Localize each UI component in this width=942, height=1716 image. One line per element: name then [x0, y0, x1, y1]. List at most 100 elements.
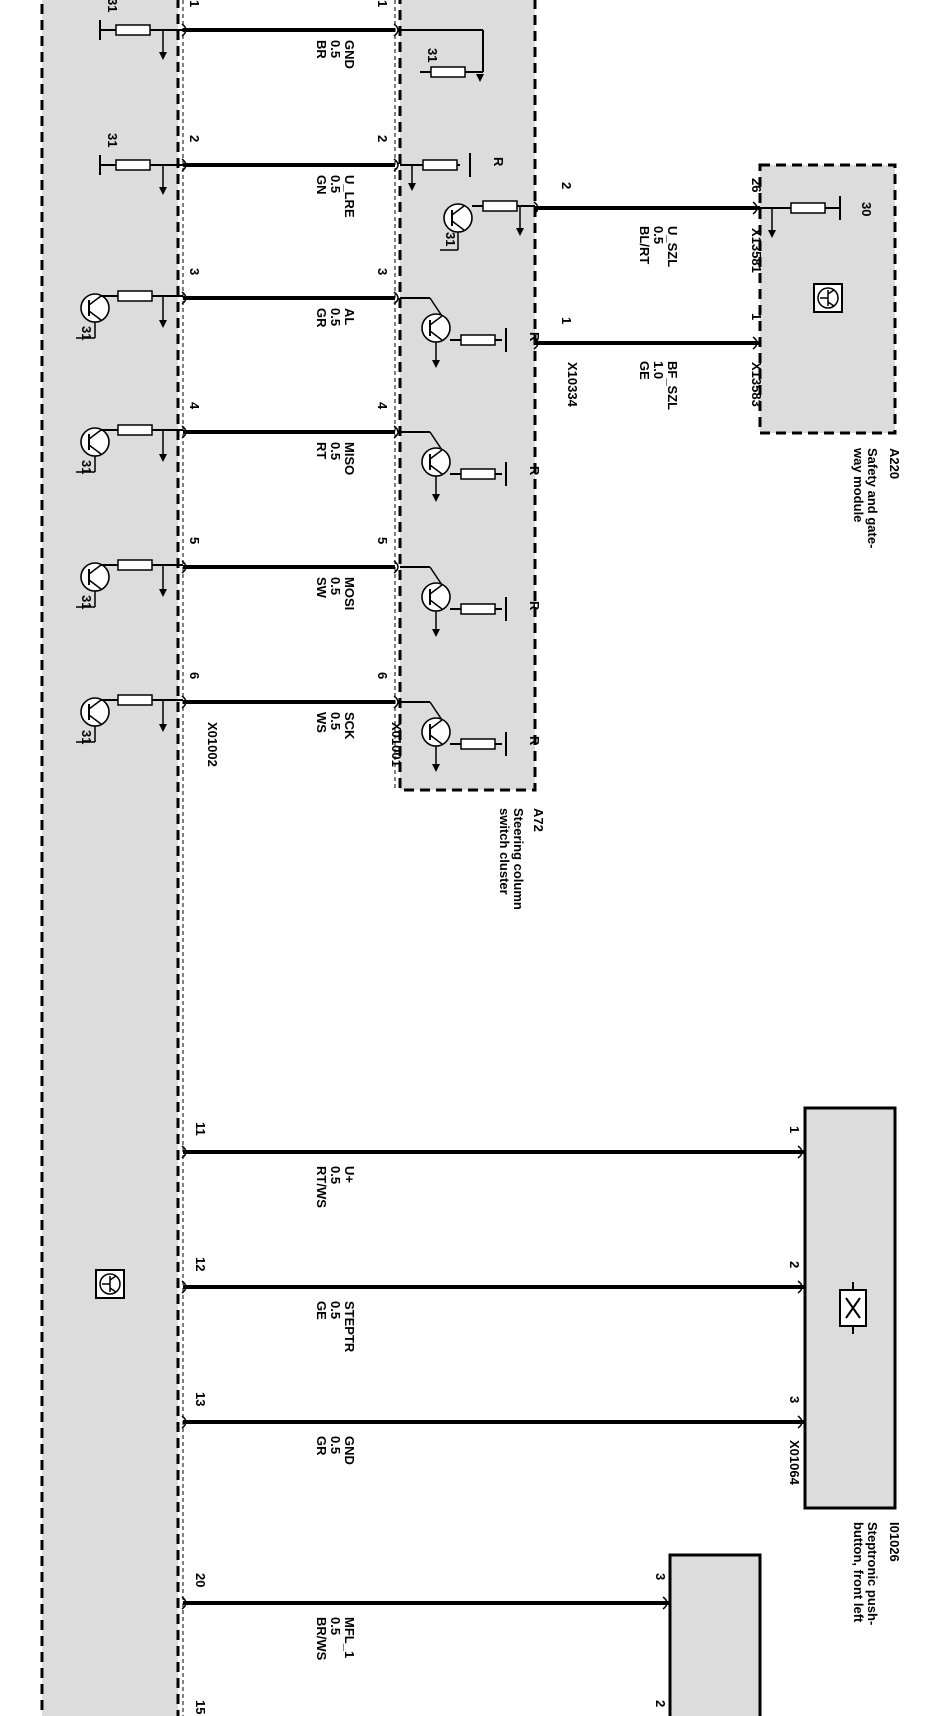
ground-label-31: 31	[79, 326, 94, 340]
ground-label-31: 31	[105, 0, 120, 12]
arrowhead	[159, 454, 167, 462]
ground-arrow-icon	[432, 360, 440, 368]
resistor-body	[790, 202, 826, 214]
left-resistor-icon	[117, 559, 153, 571]
wire-label-mosi-line: SW	[314, 577, 329, 599]
wire-label-bf_szl-line: BF_SZL	[665, 361, 680, 410]
a220-name-line: Safety and gate-	[865, 448, 880, 548]
connector-mark-a72-out-2	[533, 201, 539, 215]
connector-mark-a220-26	[752, 201, 758, 215]
ground-label-31: 31	[443, 232, 458, 246]
pin-left-5: 5	[187, 537, 202, 544]
internal-wire	[429, 701, 443, 721]
connector-mark-left-12	[181, 1280, 187, 1294]
connector-mark-left-11	[181, 1145, 187, 1159]
connector-mark-left-2	[181, 158, 187, 172]
wire-label-mfl_1-line: MFL_1	[342, 1617, 357, 1658]
connector-mark-a72-2	[393, 158, 399, 172]
transistor-body	[421, 447, 451, 477]
pushbutton-symbol	[839, 1282, 867, 1334]
ground-arrow-icon	[432, 494, 440, 502]
a72-resistor-icon	[422, 159, 458, 171]
ground-arrow-icon	[408, 183, 416, 191]
wire-label-mfl_1-line: BR/WS	[314, 1617, 329, 1661]
wire-label-gnd-line: GND	[342, 1436, 357, 1465]
transistor-body	[421, 313, 451, 343]
wire-label-uplus-line: RT/WS	[314, 1166, 329, 1208]
a72-resistor-icon	[460, 468, 496, 480]
i01026-name: Steptronic push-button, front left	[851, 1522, 880, 1625]
wire-label-mosi-line: 0.5	[328, 577, 343, 595]
ground-arrow-icon	[159, 320, 167, 328]
pin-right-partial: 2	[653, 1700, 668, 1707]
wire-label-u_szl-line: 0.5	[651, 226, 666, 244]
a220-name: Safety and gate-way module	[851, 447, 880, 548]
arrowhead	[768, 230, 776, 238]
transistor-emitter	[429, 599, 443, 610]
pin-a72-out-1: 1	[559, 317, 574, 324]
ground-label-31: 31	[79, 595, 94, 609]
pin-a72-3: 3	[375, 268, 390, 275]
arrowhead	[159, 187, 167, 195]
connector-a220-2-label: X13583	[749, 362, 764, 407]
pin-left-12: 12	[193, 1257, 208, 1271]
ground-label-31: 31	[79, 730, 94, 744]
pin-a220-26: 26	[749, 178, 764, 192]
resistor-body	[460, 738, 496, 750]
resistor-tag-r: R	[491, 157, 506, 167]
left-transistor-icon	[80, 293, 110, 323]
transistor-body	[443, 203, 473, 233]
transistor-emitter	[88, 579, 102, 590]
a220-name-line: way module	[851, 447, 866, 522]
pin-a72-5: 5	[375, 537, 390, 544]
transistor-emitter	[88, 310, 102, 321]
wire-label-sck-line: SCK	[342, 712, 357, 740]
a72-module-box	[398, 0, 537, 792]
pin-left-11: 11	[193, 1122, 208, 1136]
connector-mark-i01026-3	[797, 1415, 803, 1429]
arrowhead	[516, 228, 524, 236]
wire-label-miso-line: MISO	[342, 442, 357, 475]
connector-mark-left-3	[181, 291, 187, 305]
wire-label-al-line: AL	[342, 308, 357, 325]
arrowhead	[432, 764, 440, 772]
connector-mark-partial-3	[662, 1596, 668, 1610]
ground-arrow-icon	[516, 228, 524, 236]
ground-arrow-icon	[159, 454, 167, 462]
wire-label-gnd-line: GR	[314, 1436, 329, 1456]
wire-label-gnd-line: BR	[314, 40, 329, 59]
resistor-tag-r: R	[527, 466, 542, 476]
pin-a72-4: 4	[375, 402, 390, 410]
transistor-collector	[88, 429, 102, 440]
a72-name-line: Steering column	[511, 808, 526, 910]
pin-a72-out-2: 2	[559, 182, 574, 189]
wire-label-sck-line: 0.5	[328, 712, 343, 730]
control-unit-box	[40, 0, 180, 1716]
a220-resistor-icon	[790, 202, 826, 214]
i01026-name-line: button, front left	[851, 1522, 866, 1623]
wire-label-u_szl-line: U_SZL	[665, 226, 680, 267]
wire-label-bf_szl-line: GE	[637, 361, 652, 380]
transistor-emitter	[451, 220, 465, 231]
a72-resistor-icon	[460, 603, 496, 615]
wire-label-al: AL0.5GR	[314, 308, 357, 328]
a72-resistor-icon	[460, 738, 496, 750]
pin-left-6: 6	[187, 672, 202, 679]
wire-label-mosi-line: MOSI	[342, 577, 357, 610]
wire-label-al-line: 0.5	[328, 308, 343, 326]
arrowhead	[476, 74, 484, 82]
connector-mark-left-13	[181, 1415, 187, 1429]
connector-left-label: X01002	[205, 722, 220, 767]
arrowhead	[159, 52, 167, 60]
transistor-body	[421, 582, 451, 612]
transistor-body	[80, 293, 110, 323]
transistor-emitter	[88, 444, 102, 455]
arrowhead	[432, 360, 440, 368]
left-transistor-icon	[80, 697, 110, 727]
